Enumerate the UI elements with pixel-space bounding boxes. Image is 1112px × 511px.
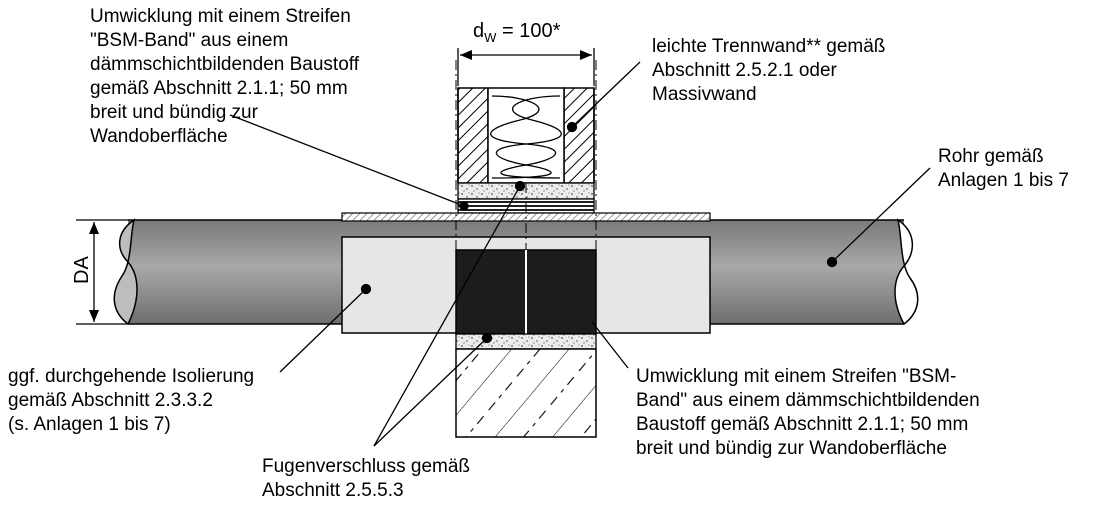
upper-wall-core bbox=[487, 87, 565, 184]
label-pipe: Rohr gemäß Anlagen 1 bis 7 bbox=[938, 146, 1069, 191]
label-joint-seal: Fugenverschluss gemäß Abschnitt 2.5.5.3 bbox=[262, 456, 475, 501]
label-bsm-band-top: Umwicklung mit einem Streifen "BSM-Band"… bbox=[90, 6, 364, 147]
wall-width-dimension: dW = 100* bbox=[457, 20, 595, 86]
pipe-diameter-dimension: DA bbox=[71, 219, 128, 325]
pipe-right-break bbox=[894, 218, 919, 326]
insulation-zigzag-2 bbox=[491, 95, 562, 179]
leader-lines bbox=[229, 61, 931, 447]
wall-face-lines bbox=[455, 60, 597, 437]
upper-wall-right-board bbox=[563, 87, 595, 184]
label-insulation: ggf. durchgehende Isolierung gemäß Absch… bbox=[8, 366, 259, 435]
label-partition-wall: leichte Trennwand** gemäß Abschnitt 2.5.… bbox=[652, 36, 891, 105]
label-bsm-band-bottom: Umwicklung mit einem Streifen "BSM- Band… bbox=[636, 366, 985, 459]
pipe-left-break bbox=[113, 218, 138, 326]
upper-wall bbox=[457, 87, 595, 184]
wall-width-label: dW = 100* bbox=[473, 20, 561, 45]
bsm-band-core bbox=[455, 249, 597, 335]
pipe-diameter-label: DA bbox=[71, 256, 93, 284]
lower-wall bbox=[455, 348, 597, 438]
upper-wall-left-board bbox=[457, 87, 489, 184]
